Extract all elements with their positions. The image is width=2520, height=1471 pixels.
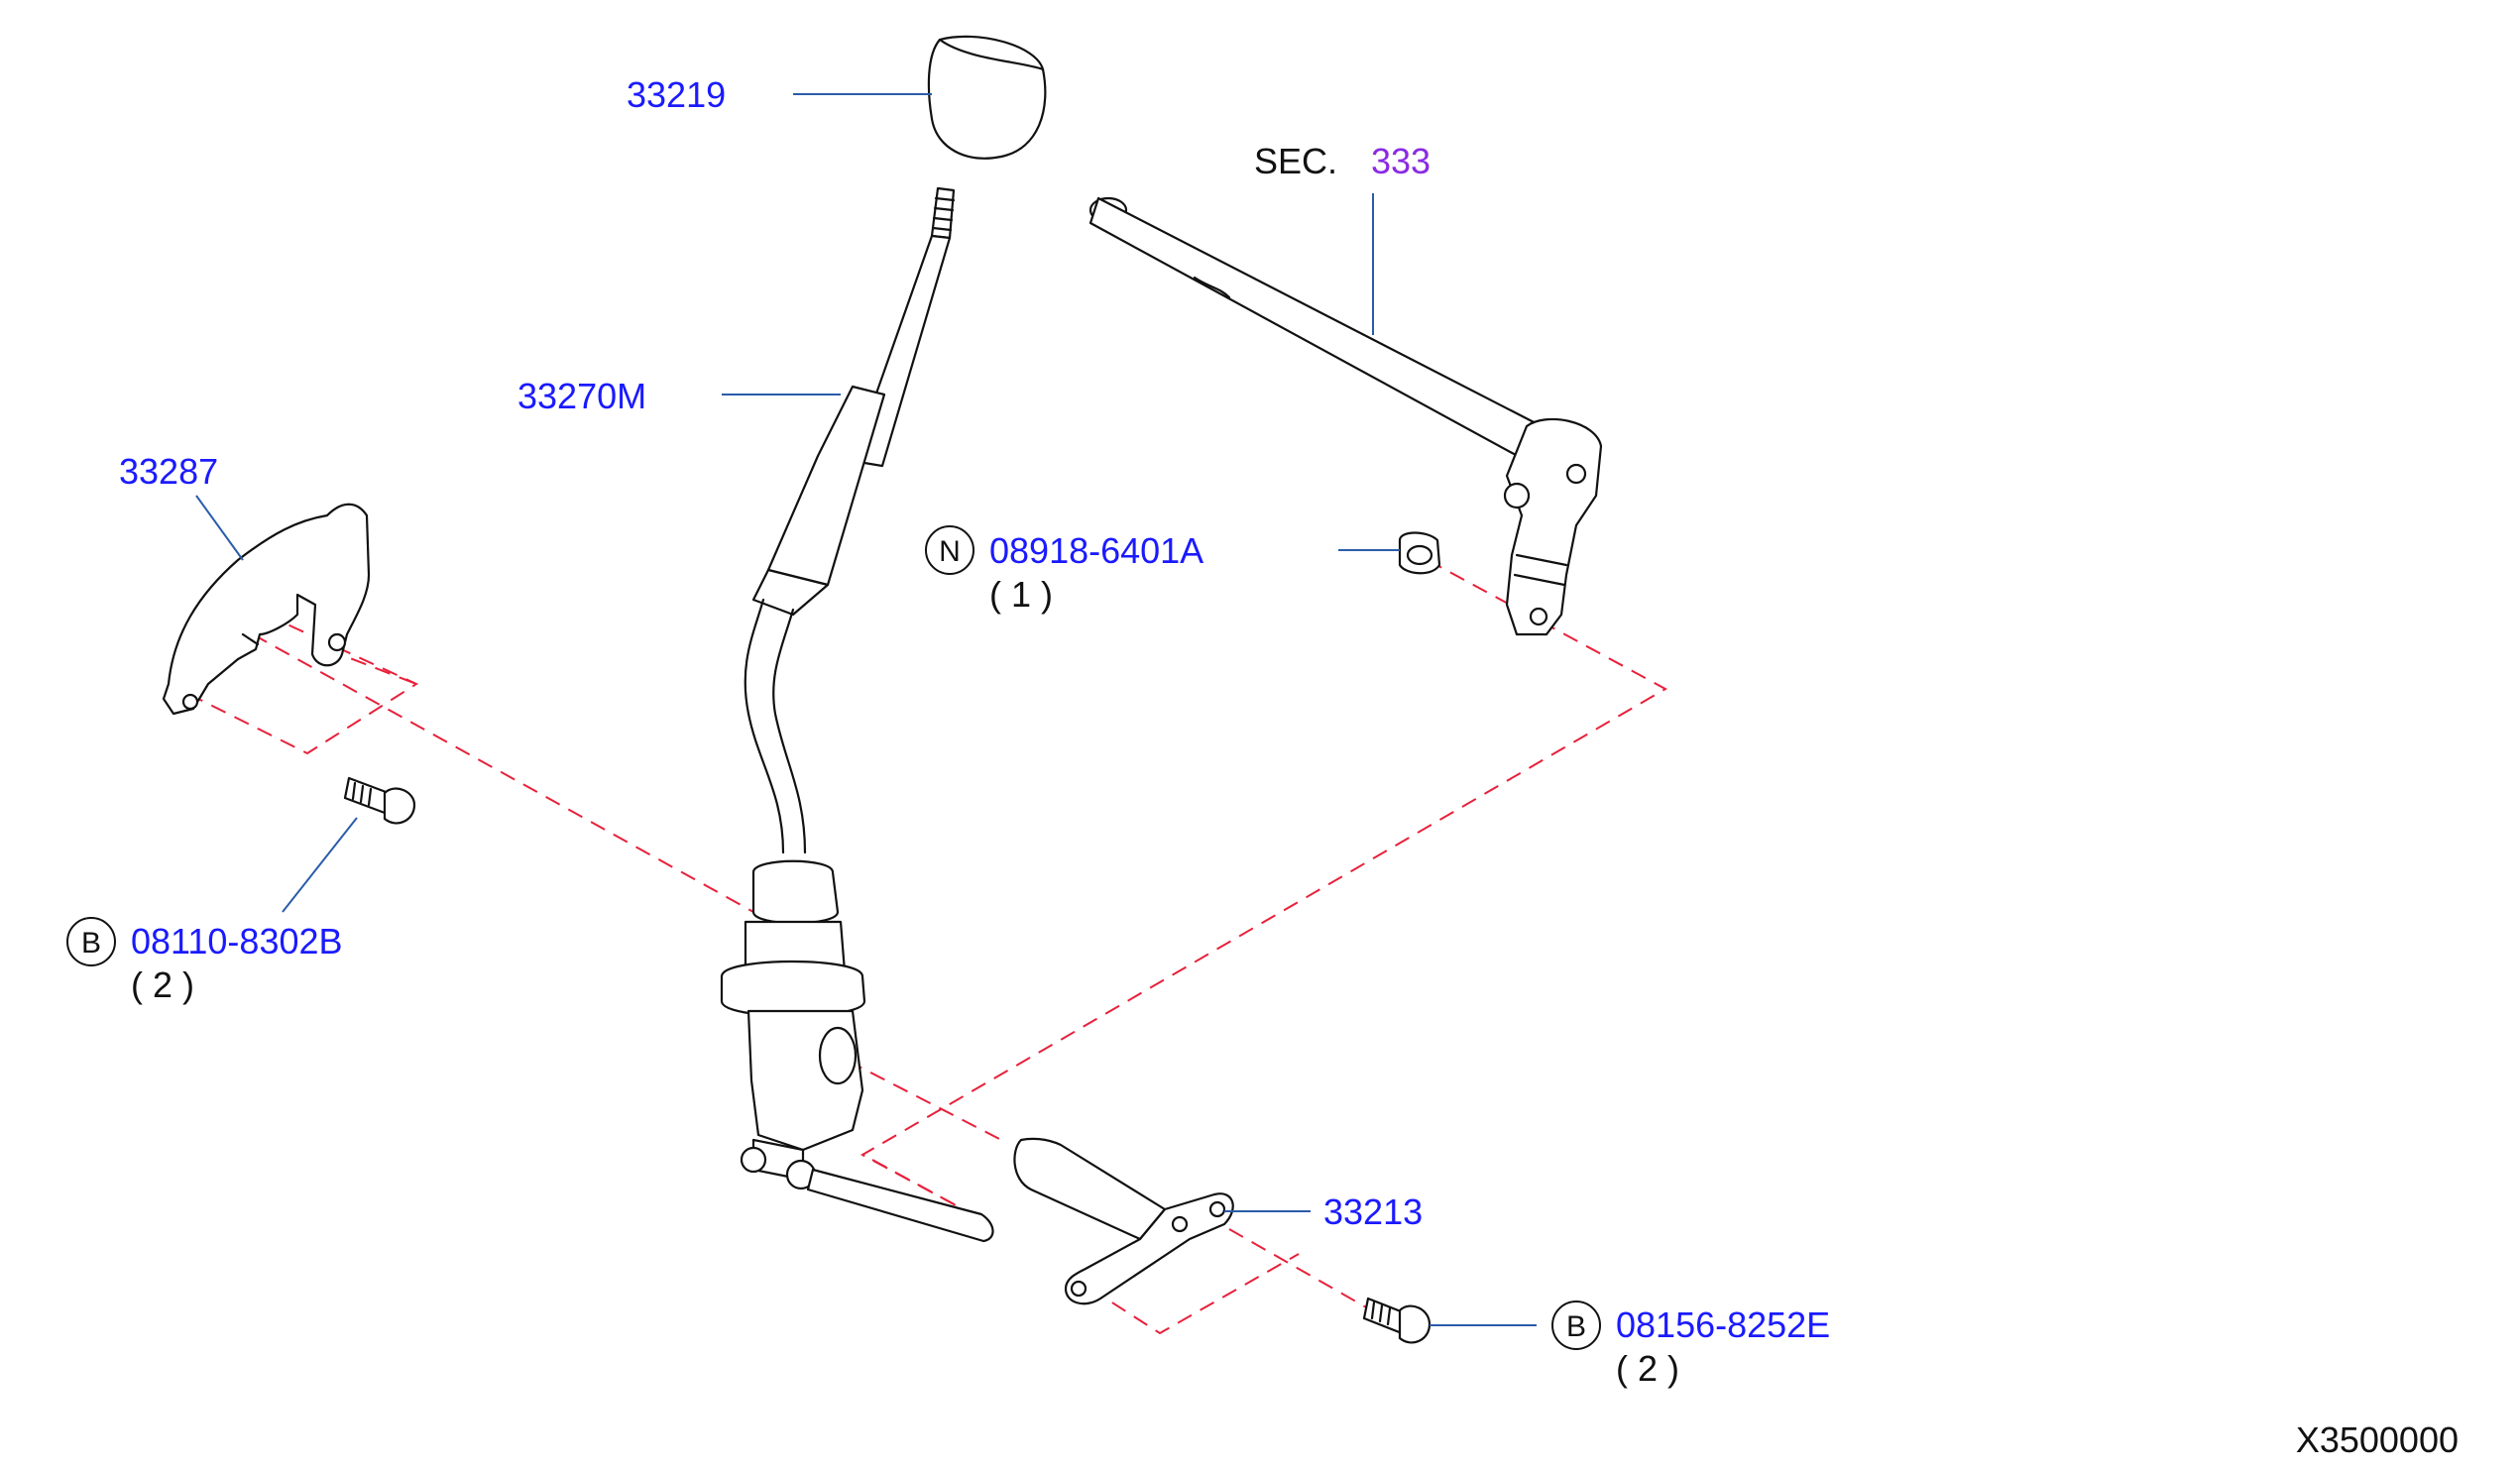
callout-symbol-b-left	[66, 917, 116, 966]
control-rod-part[interactable]	[1088, 196, 1603, 636]
symbol-b-right: B	[1566, 1310, 1586, 1343]
symbol-n: N	[939, 535, 961, 568]
symbol-b-left: B	[81, 927, 101, 960]
assembly-guide-lines	[187, 559, 1668, 1335]
diagram-code: X3500000	[2296, 1419, 2459, 1460]
label-stay[interactable]: 33213	[1323, 1191, 1423, 1232]
nut-part[interactable]	[1398, 531, 1441, 575]
label-section-number[interactable]: 333	[1371, 141, 1431, 181]
part-labels: 33219 SEC. 333 33270M 33287 N 08918-6401…	[66, 74, 2459, 1460]
shift-knob-part[interactable]	[927, 35, 1047, 160]
bolt-right-part[interactable]	[1362, 1297, 1432, 1344]
shift-lever-part[interactable]	[720, 186, 994, 1243]
bolt-left-part[interactable]	[343, 776, 416, 825]
callout-symbol-b-right	[1551, 1301, 1601, 1350]
label-bolt-left[interactable]: 08110-8302B	[131, 921, 343, 962]
label-section-prefix: SEC.	[1254, 141, 1337, 181]
bracket-part[interactable]	[162, 503, 371, 716]
label-bracket[interactable]: 33287	[119, 451, 218, 492]
qty-nut: ( 1 )	[989, 574, 1053, 615]
qty-bolt-right: ( 2 )	[1616, 1348, 1679, 1389]
callout-symbol-n	[925, 525, 974, 575]
label-lever[interactable]: 33270M	[517, 376, 646, 416]
label-nut[interactable]: 08918-6401A	[989, 530, 1203, 571]
leader-lines	[195, 93, 1537, 1326]
stay-part[interactable]	[1013, 1137, 1234, 1305]
qty-bolt-left: ( 2 )	[131, 964, 194, 1005]
label-bolt-right[interactable]: 08156-8252E	[1616, 1304, 1830, 1345]
label-knob[interactable]: 33219	[627, 74, 726, 115]
